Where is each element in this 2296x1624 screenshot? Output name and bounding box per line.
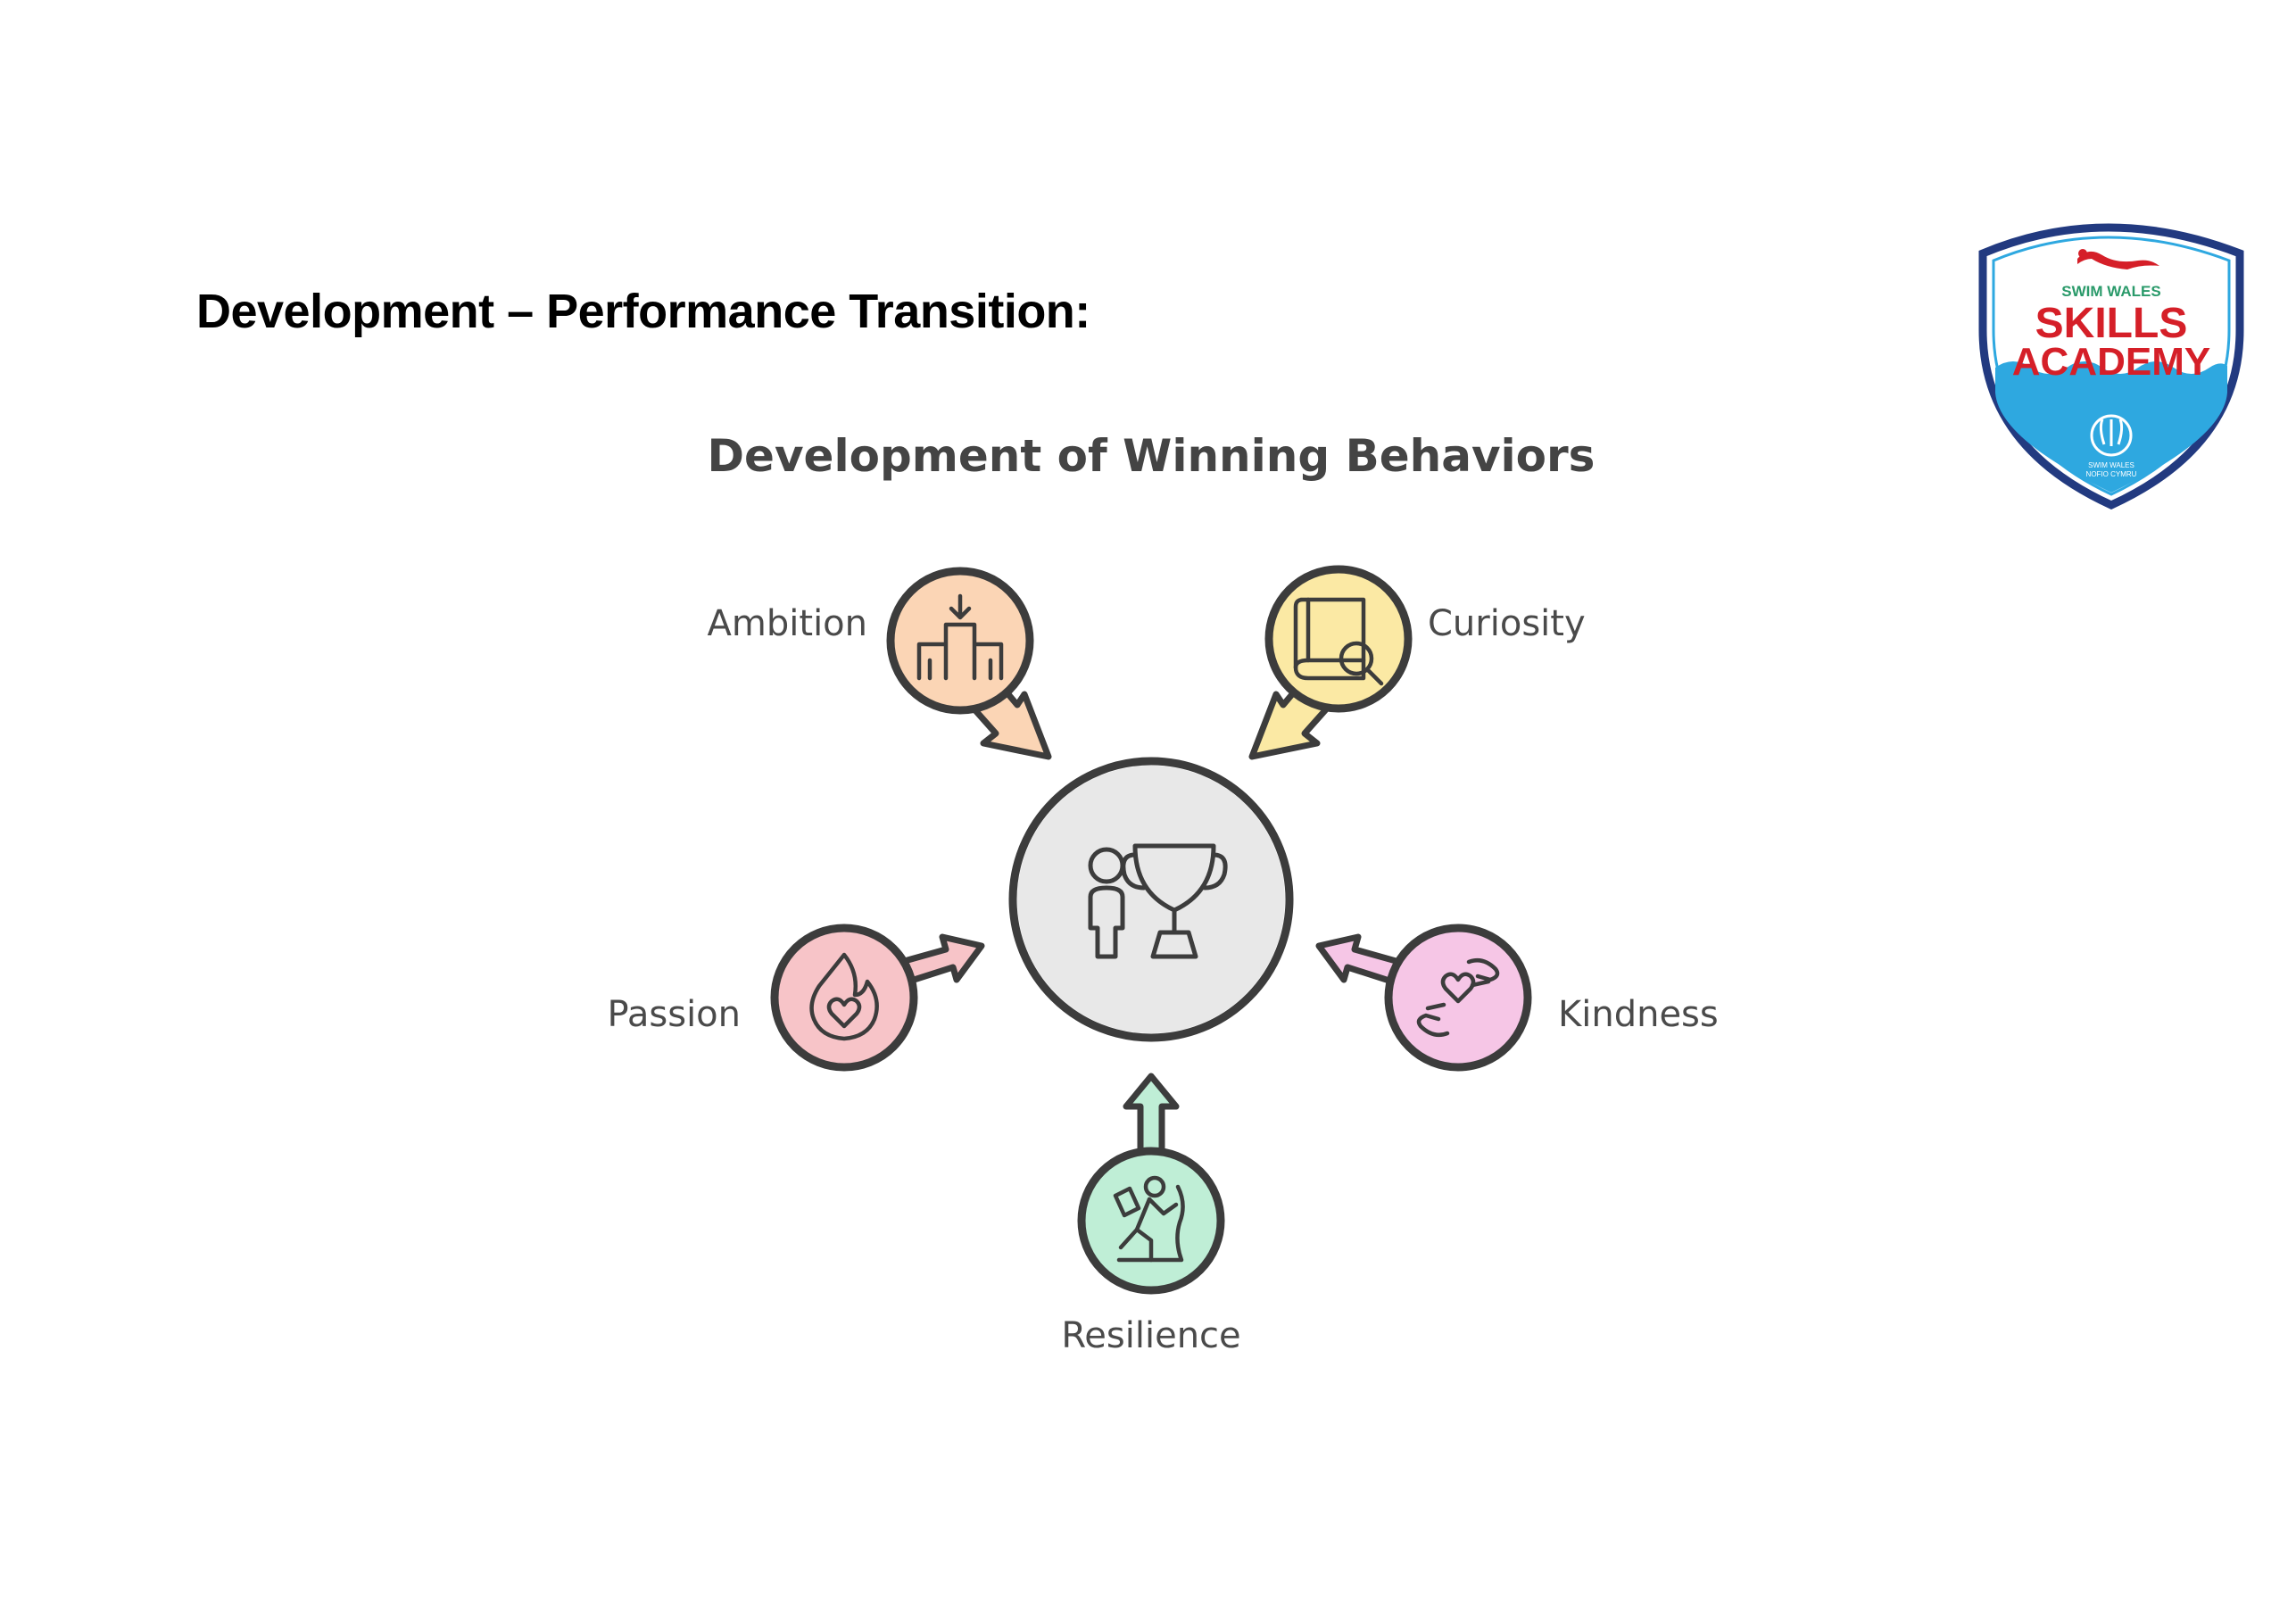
node-curiosity: Curiosity [1248, 565, 1586, 760]
diagram-title: Development of Winning Behaviors [708, 430, 1596, 482]
logo-top-text: SWIM WALES [2061, 283, 2160, 300]
swimmer-head-icon [2078, 249, 2087, 258]
node-passion: Passion [608, 924, 985, 1072]
flame-heart-icon [809, 952, 879, 1041]
kindness-label: Kindness [1558, 994, 1719, 1035]
node-resilience: Resilience [1061, 1073, 1241, 1356]
center-node-ring [1008, 757, 1294, 1042]
passion-label: Passion [608, 994, 741, 1035]
kindness-arrow [1315, 933, 1403, 985]
passion-fill [776, 930, 912, 1065]
page-heading: Development – Performance Transition: [196, 285, 1090, 338]
logo-line1: SKILLS [2035, 300, 2188, 347]
center-node-fill [1017, 766, 1285, 1033]
node-kindness: Kindness [1315, 924, 1719, 1072]
ambition-fill [892, 573, 1028, 708]
podium-icon [916, 593, 1004, 681]
logo-line2: ACADEMY [2012, 340, 2210, 384]
curiosity-label: Curiosity [1428, 603, 1586, 644]
person-trophy-icon [1088, 843, 1228, 959]
swimmer-icon [2077, 251, 2159, 269]
center-node [1008, 757, 1294, 1042]
resilience-label: Resilience [1061, 1315, 1240, 1356]
ambition-label: Ambition [708, 603, 867, 644]
logo-bottom-text-1: SWIM WALES [2088, 461, 2134, 469]
node-ambition: Ambition [708, 567, 1052, 760]
passion-arrow [898, 933, 985, 985]
logo-bottom-text-2: NOFIO CYMRU [2086, 470, 2137, 478]
hands-heart-icon [1416, 958, 1500, 1037]
skills-academy-logo: SWIM WALES SKILLS ACADEMY SWIM WALES NOF… [1978, 223, 2244, 510]
feathers-icon [2090, 414, 2133, 457]
book-search-icon [1293, 597, 1384, 686]
resilience-fill [1083, 1153, 1219, 1288]
climber-icon [1113, 1175, 1185, 1263]
